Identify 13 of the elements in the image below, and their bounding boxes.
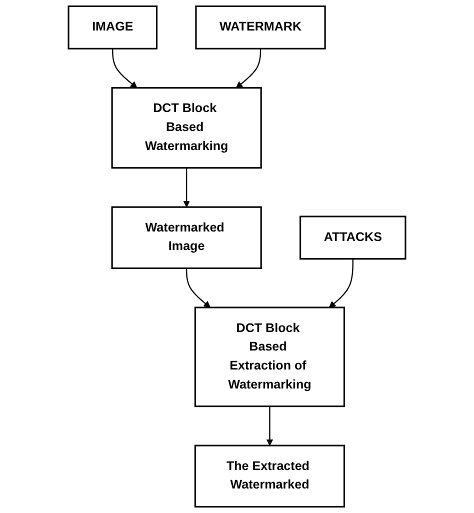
arrow [266, 406, 274, 446]
node-box: IMAGE [68, 6, 158, 50]
arrow [328, 258, 354, 308]
node-box: DCT Block Based Watermarking [111, 87, 262, 169]
arrow [186, 268, 210, 308]
arrow [236, 48, 262, 88]
arrow [183, 168, 190, 208]
node-box: The Extracted Watermarked [194, 444, 346, 508]
node-box: WATERMARK [195, 6, 326, 50]
node-box: Watermarked Image [111, 206, 262, 270]
node-box: ATTACKS [300, 216, 406, 260]
arrow [112, 48, 138, 88]
node-box: DCT Block Based Extraction of Watermarking [194, 306, 346, 408]
